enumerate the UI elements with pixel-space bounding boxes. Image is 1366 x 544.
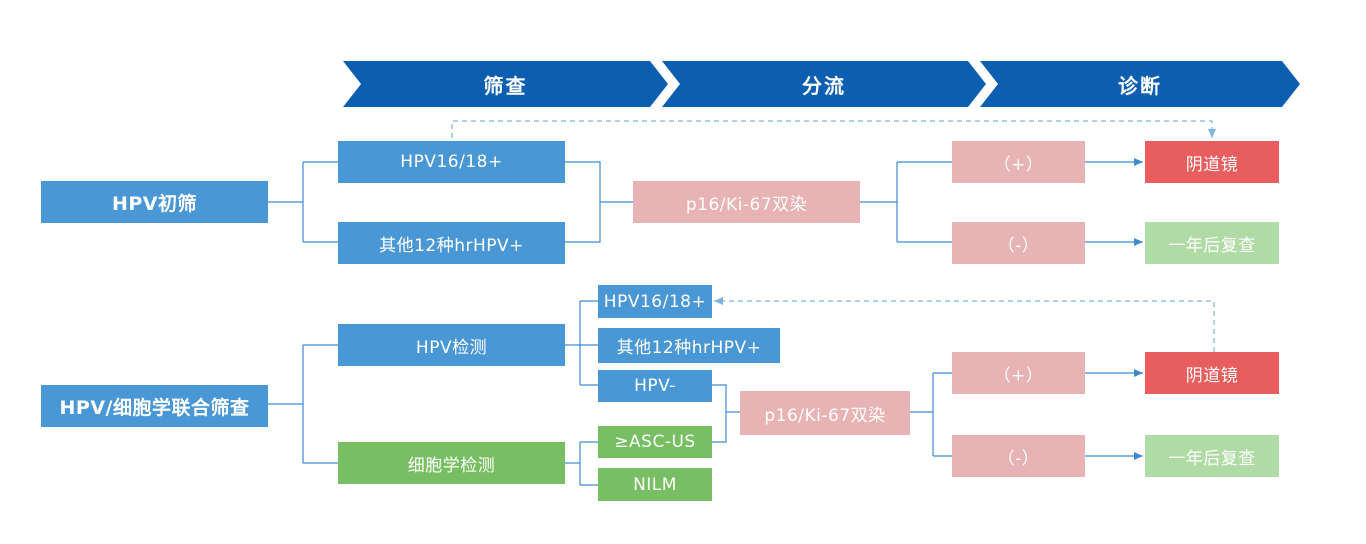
nilm-node: NILM [598, 468, 712, 501]
colposcopy-node: 阴道镜 [1145, 141, 1279, 183]
negative-result-node: （-） [952, 435, 1085, 477]
stage-label-triage: 分流 [802, 73, 846, 98]
hpv-negative-node: HPV- [598, 370, 712, 402]
p16-ki67-dual-stain-node: p16/Ki-67双染 [740, 391, 910, 435]
stage-chevron-triage [662, 61, 986, 107]
p16-ki67-dual-stain-node: p16/Ki-67双染 [633, 181, 860, 223]
hpv-primary-screening-node: HPV初筛 [41, 181, 268, 223]
hpv-cytology-cotesting-node: HPV/细胞学联合筛查 [41, 385, 268, 427]
stage-chevron-screening [343, 61, 668, 107]
negative-result-node: （-） [952, 222, 1085, 264]
hpv1618-positive-node: HPV16/18+ [338, 141, 565, 183]
other-12-hrhpv-positive-node: 其他12种hrHPV+ [338, 222, 565, 264]
colposcopy-node: 阴道镜 [1145, 352, 1279, 394]
hpv-test-node: HPV检测 [338, 324, 565, 366]
hpv1618-positive-node: HPV16/18+ [598, 285, 712, 318]
ascus-or-higher-node: ≥ASC-US [598, 426, 712, 458]
stage-label-screening: 筛查 [483, 73, 528, 98]
stage-label-diagnosis: 诊断 [1118, 73, 1162, 98]
follow-up-one-year-node: 一年后复查 [1145, 435, 1279, 477]
positive-result-node: （+） [952, 352, 1085, 394]
positive-result-node: （+） [952, 141, 1085, 183]
follow-up-one-year-node: 一年后复查 [1145, 222, 1279, 264]
cytology-test-node: 细胞学检测 [338, 442, 565, 484]
stage-chevron-diagnosis [980, 61, 1300, 107]
other-12-hrhpv-positive-node: 其他12种hrHPV+ [598, 328, 780, 363]
